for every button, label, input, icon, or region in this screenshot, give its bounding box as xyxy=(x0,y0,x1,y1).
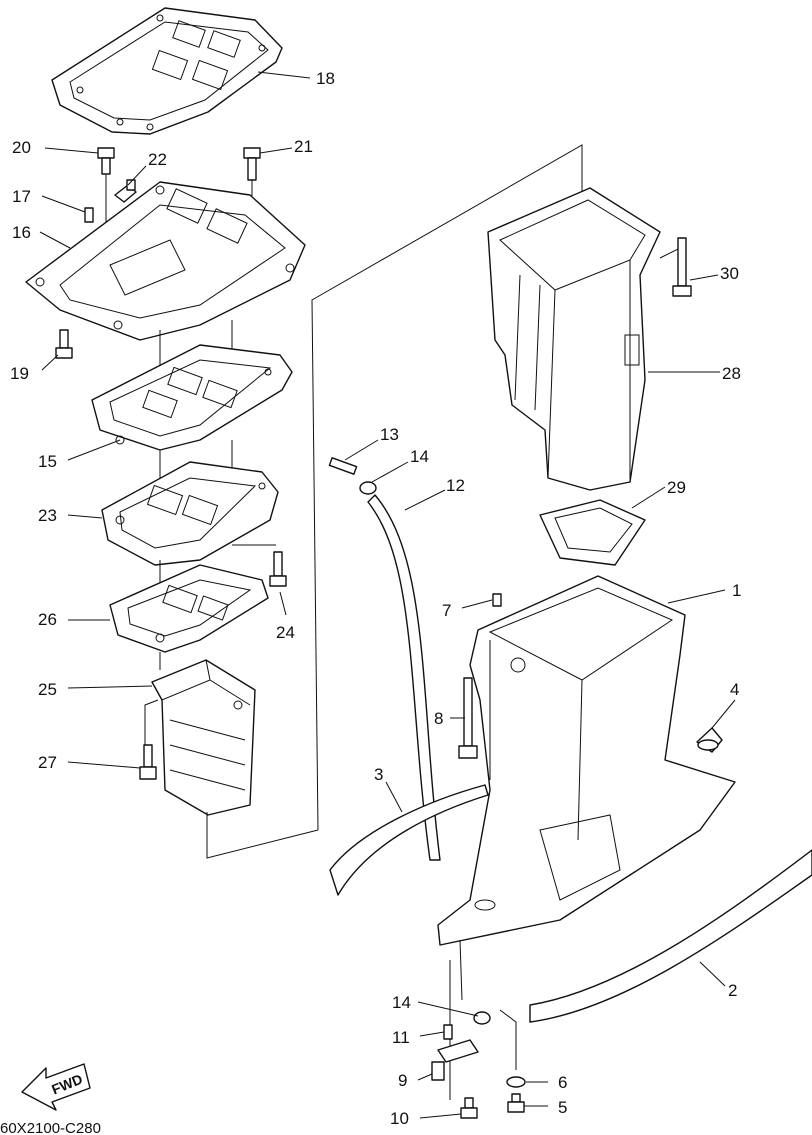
callout-5: 5 xyxy=(558,1098,567,1117)
part-26-gasket xyxy=(109,564,269,653)
callout-24: 24 xyxy=(276,623,295,642)
callout-28: 28 xyxy=(722,364,741,383)
part-25-exhaust-guide xyxy=(151,659,256,816)
part-4-grommet xyxy=(696,727,723,753)
callout-12: 12 xyxy=(446,476,465,495)
callout-16: 16 xyxy=(12,223,31,242)
diagram-code: 60X2100-C280 xyxy=(0,1120,101,1135)
callout-30: 30 xyxy=(720,264,739,283)
callout-21: 21 xyxy=(294,137,313,156)
part-2-strip xyxy=(529,849,812,1023)
part-30-bolt xyxy=(672,237,692,297)
part-11-pin xyxy=(443,1024,453,1040)
part-28-upper-casing xyxy=(487,187,661,491)
part-18-gasket xyxy=(51,7,283,135)
part-21-bolt xyxy=(243,147,261,181)
callout-9: 9 xyxy=(398,1071,407,1090)
callout-29: 29 xyxy=(667,478,686,497)
part-5-screw xyxy=(507,1093,525,1113)
callout-19: 19 xyxy=(10,364,29,383)
callout-14-upper: 14 xyxy=(410,447,429,466)
part-27-bolt xyxy=(139,744,157,780)
callout-18: 18 xyxy=(316,69,335,88)
part-22-fitting xyxy=(114,179,137,203)
callout-3: 3 xyxy=(374,765,383,784)
part-23-adapter xyxy=(101,461,279,566)
callout-2: 2 xyxy=(728,981,737,1000)
callout-23: 23 xyxy=(38,506,57,525)
part-20-bolt xyxy=(97,147,115,175)
callout-25: 25 xyxy=(38,680,57,699)
callout-22: 22 xyxy=(148,150,167,169)
part-3-strip xyxy=(329,784,489,896)
fwd-arrow-icon: FWD xyxy=(21,1063,91,1111)
callout-11: 11 xyxy=(392,1028,410,1047)
part-10-bolt xyxy=(460,1097,478,1119)
callout-27: 27 xyxy=(38,753,57,772)
callout-7: 7 xyxy=(442,601,451,620)
part-14-clamp xyxy=(359,481,377,495)
part-19-bolt xyxy=(55,329,73,359)
part-29-seal xyxy=(539,499,646,566)
callout-13: 13 xyxy=(380,425,399,444)
part-12-tube xyxy=(367,494,441,861)
part-15-gasket xyxy=(91,344,293,451)
callout-10: 10 xyxy=(390,1109,409,1128)
callout-26: 26 xyxy=(38,610,57,629)
part-13-nipple xyxy=(328,457,358,475)
callout-8: 8 xyxy=(434,709,443,728)
part-24-bolt xyxy=(269,551,287,587)
callout-15: 15 xyxy=(38,452,57,471)
part-16-manifold xyxy=(25,181,306,341)
part-8-bolt xyxy=(458,677,478,759)
part-1-lower-casing xyxy=(437,575,736,946)
part-14-lower-clamp xyxy=(473,1011,491,1025)
callout-14-lower: 14 xyxy=(392,993,411,1012)
callout-20: 20 xyxy=(12,138,31,157)
callout-1: 1 xyxy=(732,581,741,600)
part-6-washer xyxy=(506,1076,526,1088)
callout-4: 4 xyxy=(730,680,739,699)
part-7-pin xyxy=(492,593,502,607)
part-17-plug xyxy=(84,207,94,223)
part-9-holder xyxy=(431,1039,479,1081)
callout-6: 6 xyxy=(558,1073,567,1092)
callout-17: 17 xyxy=(12,187,31,206)
